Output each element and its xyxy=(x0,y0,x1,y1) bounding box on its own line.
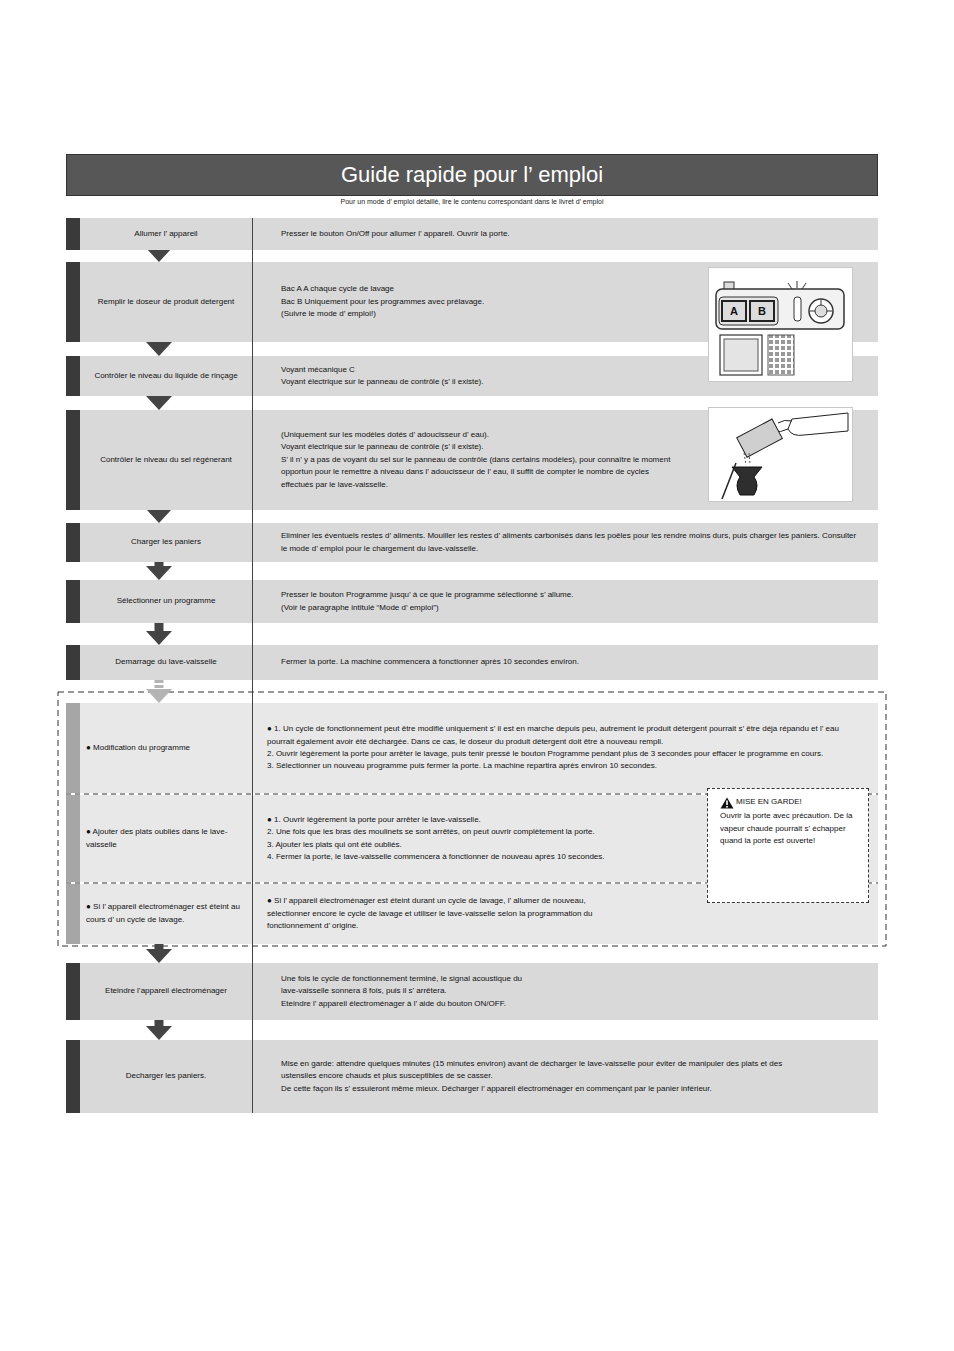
step-label-text: Eteindre l’appareil électroménager xyxy=(105,985,227,998)
flow-arrow xyxy=(155,1020,164,1030)
step-detail-text: 3. Sélectionner un nouveau programme pui… xyxy=(267,760,867,772)
dial-ticks xyxy=(810,300,832,311)
optional-steps-frame xyxy=(58,692,886,946)
dial-knob xyxy=(815,305,827,317)
step-label: Eteindre l’appareil électroménager xyxy=(66,963,252,1020)
step-label: ● Si l’ appareil électroménager est étei… xyxy=(66,884,252,944)
step-detail-text: Mise en garde: attendre quelques minutes… xyxy=(281,1058,801,1083)
subtitle-note: Pour un mode d’ emploi détaillé, lire le… xyxy=(66,198,878,205)
funnel-handle xyxy=(722,463,736,499)
flow-arrow xyxy=(155,680,164,693)
step-detail: Eliminer les éventuels restes d’ aliment… xyxy=(252,523,878,562)
indicator-rays xyxy=(788,281,806,289)
illustration-frame xyxy=(709,408,853,502)
dispenser-panel xyxy=(716,289,844,329)
step-label: Remplir le doseur de produit detergent xyxy=(66,262,252,342)
step-detail-text: 2. Une fois que les bras des moulinets s… xyxy=(267,826,687,838)
step-detail-text: 3. Ajouter les plats qui ont été oubliés… xyxy=(267,839,687,851)
step-detail-text: Fermer la porte. La machine commencera à… xyxy=(281,656,861,668)
step-detail-text: Eliminer les éventuels restes d’ aliment… xyxy=(281,530,861,555)
step-label: ● Ajouter des plats oubliés dans le lave… xyxy=(66,795,252,882)
warning-box-text: Ouvrir la porte avec précaution. De la v… xyxy=(720,810,856,848)
step-label-text: ● Modification du programme xyxy=(86,742,190,755)
step-label-text: Allumer l’ appareil xyxy=(134,228,197,241)
illustration-frame xyxy=(709,268,853,382)
cup-b xyxy=(750,301,774,321)
step-label: Allumer l’ appareil xyxy=(66,218,252,250)
door-inner xyxy=(724,339,758,371)
step-label-text: Demarrage du lave-vaisselle xyxy=(115,656,216,669)
rinse-indicator xyxy=(794,297,801,321)
step-label-text: ● Ajouter des plats oubliés dans le lave… xyxy=(86,826,242,852)
warning-box: MISE EN GARDE!Ouvrir la porte avec préca… xyxy=(707,788,869,903)
rinse-dial xyxy=(809,299,833,323)
step-detail-text: (Uniquement sur les modèles dotés d’ ado… xyxy=(281,429,681,441)
step-detail: Une fois le cycle de fonctionnement term… xyxy=(252,963,878,1020)
step-label: Contrôler le niveau du liquide de rinçag… xyxy=(66,356,252,396)
step-label: ● Modification du programme xyxy=(66,703,252,793)
step-detail-text: Presser le bouton On/Off pour allumer l’… xyxy=(281,228,841,240)
step-detail-text: Voyant électrique sur le panneau de cont… xyxy=(281,376,681,388)
step-detail-text: 2. Ouvrir légèrement la porte pour arrêt… xyxy=(267,748,867,760)
step-label: Demarrage du lave-vaisselle xyxy=(66,645,252,680)
door-panel xyxy=(720,335,762,375)
flow-arrow xyxy=(155,944,164,953)
step-detail-text: ● Si l’ appareil électroménager est étei… xyxy=(267,895,617,932)
step-detail: Bac A A chaque cycle de lavageBac B Uniq… xyxy=(252,262,878,342)
step-detail-text: Voyant mécanique C xyxy=(281,364,681,376)
step-label: Charger les paniers xyxy=(66,523,252,562)
flow-arrow xyxy=(155,510,164,513)
step-detail: (Uniquement sur les modèles dotés d’ ado… xyxy=(252,410,878,510)
dispenser-cups xyxy=(719,297,778,325)
step-detail-text: (Voir le paragraphe intitulé “Mode d’ em… xyxy=(281,602,841,614)
salt-funnel xyxy=(732,467,762,495)
step-detail-text: Bac B Uniquement pour les programmes ave… xyxy=(281,296,681,308)
step-detail: Presser le bouton On/Off pour allumer l’… xyxy=(252,218,878,250)
step-label: Contrôler le niveau du sel régénerant xyxy=(66,410,252,510)
flow-arrow xyxy=(155,623,164,635)
salt-refill-illustration xyxy=(708,407,853,502)
step-label-text: Sélectionner un programme xyxy=(117,595,216,608)
part-letter: B xyxy=(752,304,772,318)
step-detail: Mise en garde: attendre quelques minutes… xyxy=(252,1040,878,1113)
step-label-text: Charger les paniers xyxy=(131,536,201,549)
step-label-text: Contrôler le niveau du liquide de rinçag… xyxy=(94,370,237,383)
step-detail: ● 1. Un cycle de fonctionnement peut êtr… xyxy=(252,703,878,793)
part-letter: A xyxy=(724,304,744,318)
flow-arrow xyxy=(155,396,164,400)
step-detail-text: 4. Fermer la porte, le lave-vaisselle co… xyxy=(267,851,687,863)
step-label-text: Contrôler le niveau du sel régénerant xyxy=(100,454,232,467)
step-detail-text: De cette façon ils s’ essuieront même mi… xyxy=(281,1083,801,1095)
step-detail-text: Eteindre l’ appareil électroménager à l’… xyxy=(281,998,541,1010)
step-detail-text: ● 1. Un cycle de fonctionnement peut êtr… xyxy=(267,723,867,748)
step-detail-text: S’ il n’ y a pas de voyant du sel sur le… xyxy=(281,454,681,491)
hand xyxy=(788,413,848,435)
step-detail-text: Bac A A chaque cycle de lavage xyxy=(281,283,681,295)
flow-arrow xyxy=(155,342,164,346)
step-detail-text: Une fois le cycle de fonctionnement term… xyxy=(281,973,541,998)
step-detail: Presser le bouton Programme jusqu’ à ce … xyxy=(252,580,878,623)
warning-box-text: MISE EN GARDE! xyxy=(720,796,856,809)
cup-a xyxy=(722,301,746,321)
step-label-text: ● Si l’ appareil électroménager est étei… xyxy=(86,901,242,927)
step-detail-text: ● 1. Ouvrir légèrement la porte pour arr… xyxy=(267,814,687,826)
step-detail-text: Presser le bouton Programme jusqu’ à ce … xyxy=(281,589,841,601)
warning-triangle-icon xyxy=(720,797,734,809)
page-title: Guide rapide pour l’ emploi xyxy=(66,154,878,196)
step-label-text: Remplir le doseur de produit detergent xyxy=(98,296,235,309)
step-detail-text: Voyant électrique sur le panneau de cont… xyxy=(281,441,681,453)
step-label-text: Decharger les paniers. xyxy=(126,1070,206,1083)
salt-packet xyxy=(737,419,783,457)
step-detail: ● 1. Ouvrir légèrement la porte pour arr… xyxy=(252,795,878,882)
step-label: Sélectionner un programme xyxy=(66,580,252,623)
flow-arrow xyxy=(155,250,164,252)
step-label: Decharger les paniers. xyxy=(66,1040,252,1113)
salt-stream xyxy=(744,453,750,465)
vent-grid xyxy=(768,335,794,375)
flow-arrow xyxy=(155,562,164,570)
detergent-dispenser-illustration xyxy=(708,267,853,382)
step-detail-text: (Suivre le mode d’ emploi!) xyxy=(281,308,681,320)
step-detail: Fermer la porte. La machine commencera à… xyxy=(252,645,878,680)
